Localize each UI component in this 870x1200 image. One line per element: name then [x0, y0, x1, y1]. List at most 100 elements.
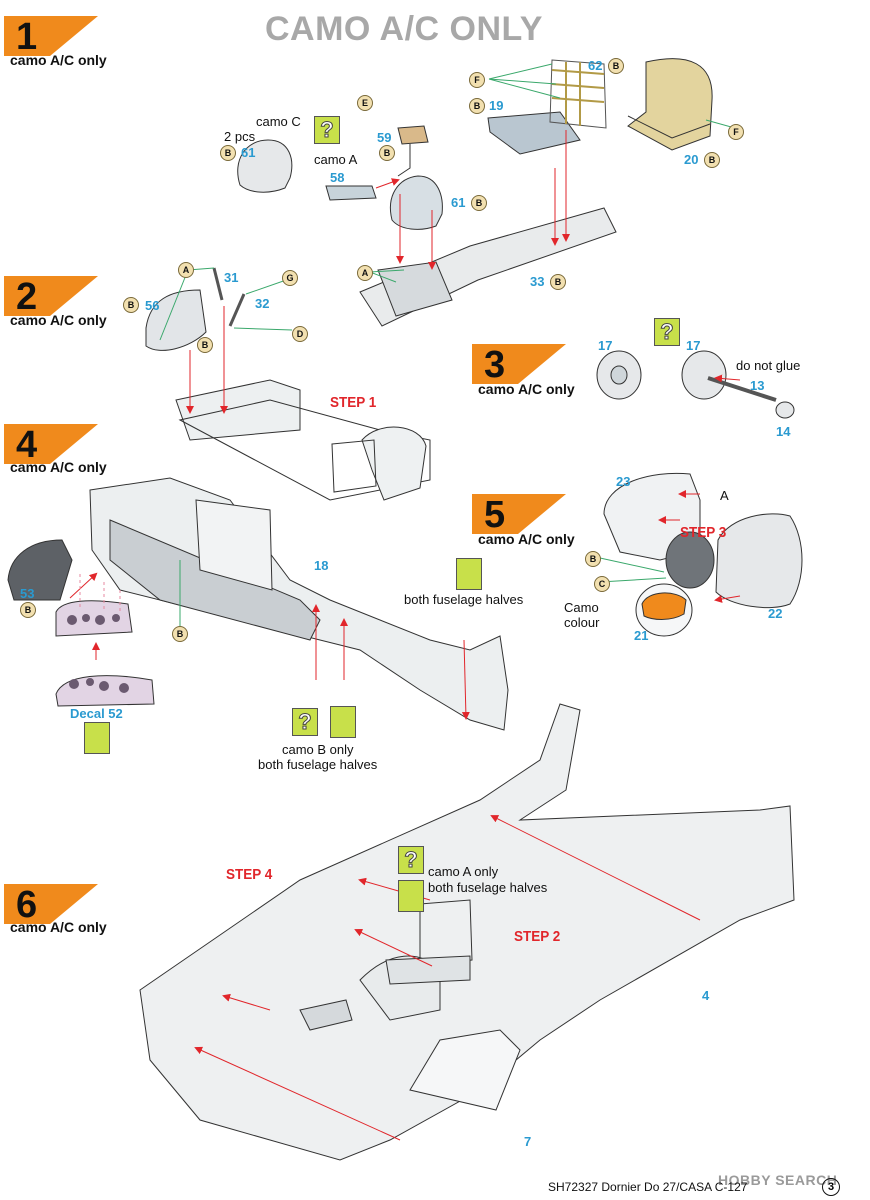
part-33: 33 [530, 274, 545, 289]
step-4-number: 4 [16, 424, 38, 466]
glue-icon [84, 722, 110, 754]
page-number: 3 [822, 1178, 840, 1196]
decal-52-label: Decal 52 [70, 706, 123, 721]
step-4-caption: camo A/C only [10, 459, 107, 475]
sub-step-4: STEP 4 [226, 866, 273, 883]
fuselage-4 [139, 703, 795, 1161]
step-4-flag [4, 424, 98, 464]
paint-code-b: B [550, 274, 566, 290]
paint-code-d: D [292, 326, 308, 342]
paint-code-f: F [469, 72, 485, 88]
part-22: 22 [768, 606, 783, 621]
step-2-number: 2 [16, 276, 38, 318]
part-53: 53 [20, 586, 35, 601]
part-14: 14 [776, 424, 791, 439]
label-a: A [720, 488, 729, 503]
glue-icon [330, 706, 356, 738]
cushion-58 [325, 185, 377, 201]
sub-step-2: STEP 2 [514, 928, 561, 945]
watermark: HOBBY SEARCH [718, 1172, 838, 1188]
step-3-number: 3 [484, 344, 506, 386]
part-19: 19 [489, 98, 504, 113]
step-1-flag [4, 16, 98, 56]
step-5-number: 5 [484, 494, 506, 536]
paint-code-a: A [357, 265, 373, 281]
glue-icon [398, 880, 424, 912]
step-6-caption: camo A/C only [10, 919, 107, 935]
panel-56 [145, 289, 207, 351]
paint-code-g: G [282, 270, 298, 286]
camo-a-label: camo A [314, 152, 358, 167]
paint-code-b: B [172, 626, 188, 642]
glue-icon [456, 558, 482, 590]
paint-code-c: C [594, 576, 610, 592]
step-6-number: 6 [16, 884, 38, 926]
do-not-glue-label: do not glue [736, 358, 801, 373]
instrument-panel-53 [7, 539, 73, 601]
headrest-59 [397, 125, 429, 145]
paint-code-b: B [220, 145, 236, 161]
part-62: 62 [588, 58, 603, 73]
paint-code-b: B [20, 602, 36, 618]
paint-code-b: B [585, 551, 601, 567]
two-pcs-label: 2 pcs [224, 129, 256, 144]
decal-panel-top [55, 600, 133, 637]
cap-14 [775, 401, 795, 419]
part-61-right: 61 [451, 195, 466, 210]
part-58: 58 [330, 170, 345, 185]
question-icon: ? [398, 846, 424, 874]
part-61-left: 61 [241, 145, 256, 160]
seat-61-right [390, 175, 443, 230]
paint-code-b: B [471, 195, 487, 211]
camo-b-only-label: camo B only [282, 742, 354, 757]
cushion-20 [627, 58, 713, 151]
part-56: 56 [145, 298, 160, 313]
part-22 [715, 513, 803, 609]
part-31: 31 [224, 270, 239, 285]
step-2-flag [4, 276, 98, 316]
paint-code-b: B [197, 337, 213, 353]
paint-code-b: B [379, 145, 395, 161]
both-halves-label: both fuselage halves [258, 757, 378, 772]
step-3-caption: camo A/C only [478, 381, 575, 397]
step-3-flag [472, 344, 566, 384]
part-17-right [681, 350, 727, 400]
step-1-number: 1 [16, 16, 38, 58]
part-20: 20 [684, 152, 699, 167]
step-5-caption: camo A/C only [478, 531, 575, 547]
paint-code-b: B [704, 152, 720, 168]
part-7: 7 [524, 1134, 532, 1149]
paint-code-a: A [178, 262, 194, 278]
step-6-flag [4, 884, 98, 924]
camo-a-only-label: camo A only [428, 864, 499, 879]
part-18: 18 [314, 558, 329, 573]
part-4: 4 [702, 988, 710, 1003]
part-17-right: 17 [686, 338, 701, 353]
backrest-62 [549, 59, 607, 129]
part-17-left: 17 [598, 338, 613, 353]
camo-colour-label: Camo colour [564, 600, 600, 630]
part-59: 59 [377, 130, 392, 145]
step-2-caption: camo A/C only [10, 312, 107, 328]
question-icon: ? [292, 708, 318, 736]
sub-step-3: STEP 3 [680, 524, 727, 541]
paint-code-f: F [728, 124, 744, 140]
part-21: 21 [634, 628, 649, 643]
sub-step-1: STEP 1 [330, 394, 377, 411]
step-5-flag [472, 494, 566, 534]
paint-code-e: E [357, 95, 373, 111]
paint-code-b: B [469, 98, 485, 114]
paint-code-b: B [123, 297, 139, 313]
seat-61-left [237, 139, 293, 193]
question-icon: ? [654, 318, 680, 346]
part-13: 13 [750, 378, 765, 393]
part-23: 23 [616, 474, 631, 489]
part-32: 32 [255, 296, 270, 311]
page-title: CAMO A/C ONLY [265, 10, 543, 48]
question-icon: ? [314, 116, 340, 144]
paint-code-b: B [608, 58, 624, 74]
both-halves-label: both fuselage halves [404, 592, 524, 607]
footer-code: SH72327 Dornier Do 27/CASA C-127 [548, 1180, 748, 1194]
